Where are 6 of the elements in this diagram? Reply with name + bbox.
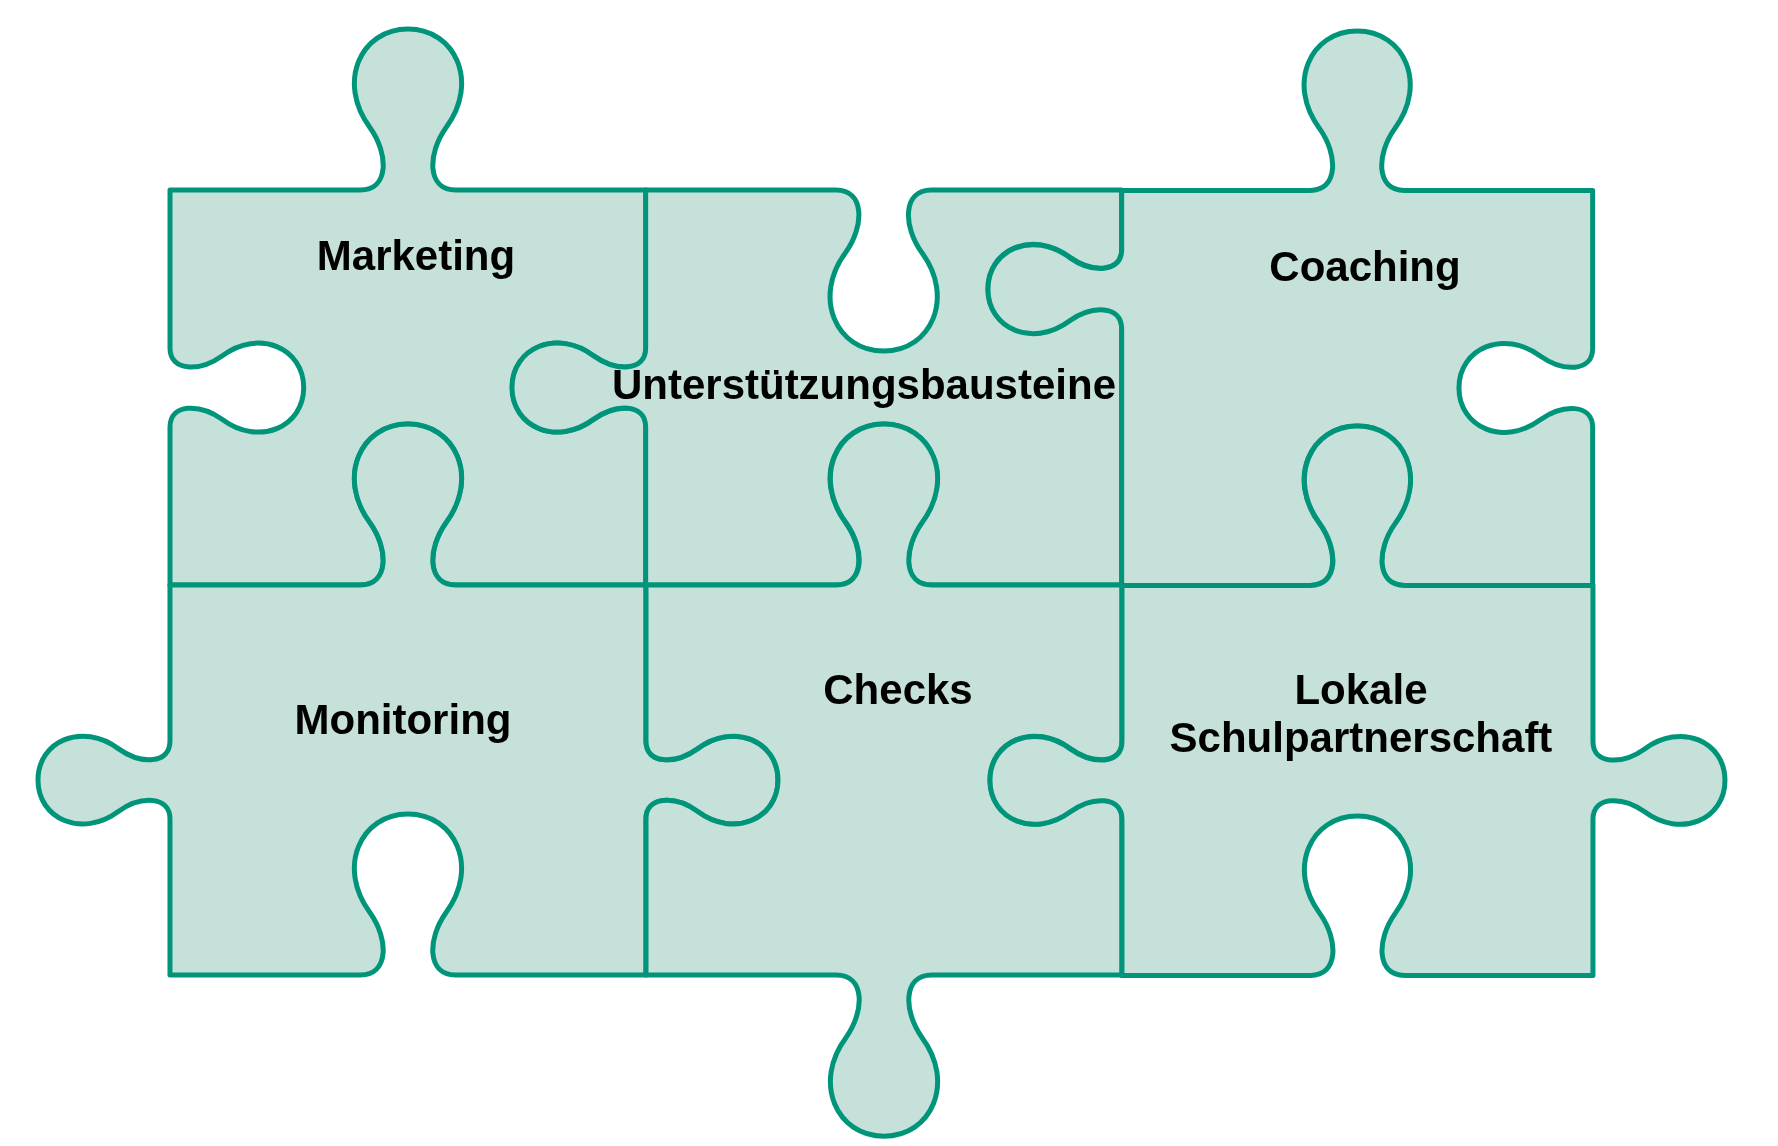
piece-label: Marketing [315,232,517,280]
piece-label: Checks [822,666,974,714]
piece-label: Unterstützungsbausteine [610,361,1117,409]
piece-label: Monitoring [293,696,513,744]
piece-label: Coaching [1268,243,1462,291]
piece-label: Lokale Schulpartnerschaft [1168,666,1554,762]
